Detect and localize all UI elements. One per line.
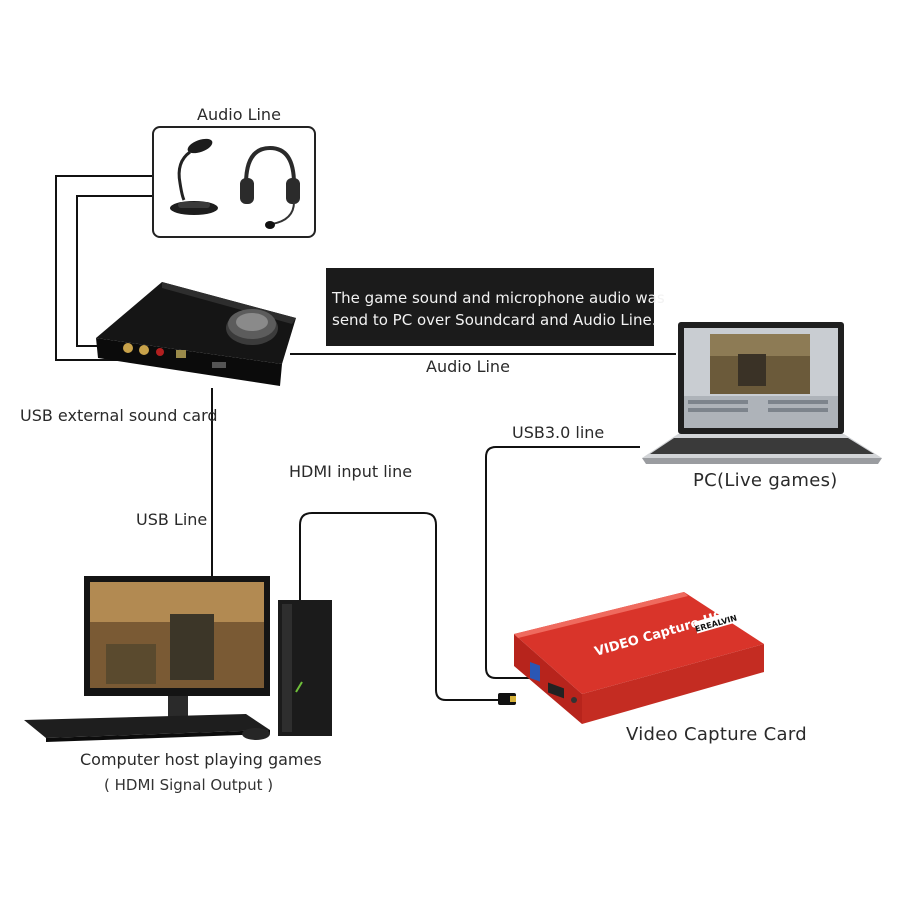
usb-sound-card-label: USB external sound card <box>20 406 218 425</box>
host-title-label: Computer host playing games <box>80 750 322 769</box>
capture-card-label: Video Capture Card <box>626 724 807 745</box>
microphone-icon <box>170 138 300 229</box>
usb3-line <box>485 446 640 679</box>
capture-card-image: VIDEO Capture USB3.0 EREALVIN <box>514 592 764 724</box>
hdmi-line <box>299 512 500 701</box>
audio-peripherals-box <box>152 126 316 238</box>
audio-line-top-label: Audio Line <box>197 105 281 124</box>
laptop-image <box>642 322 882 464</box>
audio-cable-outer <box>55 175 152 361</box>
hdmi-input-line-label: HDMI input line <box>289 462 413 481</box>
hdmi-connector-icon <box>498 693 516 705</box>
pc-live-label: PC(Live games) <box>693 470 838 491</box>
sound-card-image <box>96 282 296 386</box>
host-subtitle-label: ( HDMI Signal Output ) <box>104 776 274 794</box>
note-line-1: The game sound and microphone audio was <box>332 289 665 307</box>
audio-note-box: The game sound and microphone audio was … <box>326 268 665 346</box>
audio-line-mid-label: Audio Line <box>426 357 510 376</box>
host-computer-image <box>24 576 332 742</box>
note-line-2: send to PC over Soundcard and Audio Line… <box>332 311 657 329</box>
usb3-line-label: USB3.0 line <box>512 423 605 442</box>
usb-line-label: USB Line <box>136 510 208 529</box>
audio-cable-inner <box>76 195 152 347</box>
